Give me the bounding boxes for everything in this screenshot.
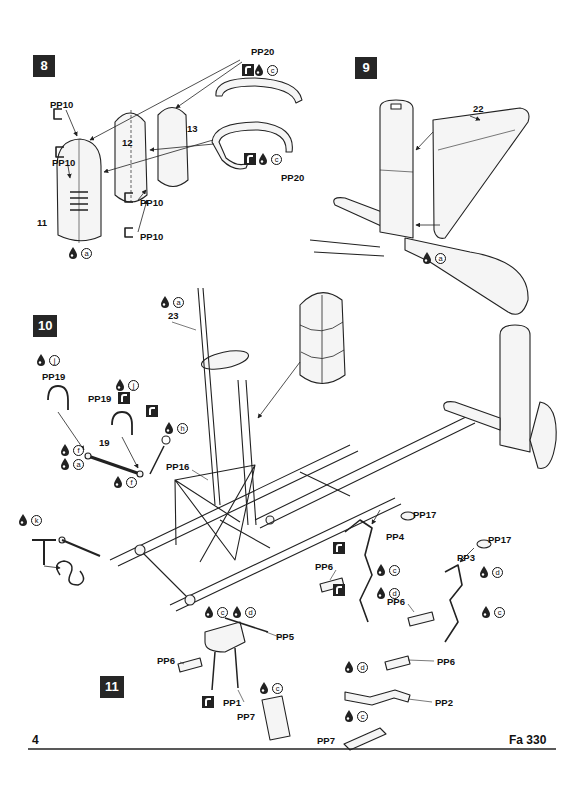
part-number: 12 xyxy=(122,137,133,148)
part-number: PP10 xyxy=(140,197,163,208)
part-number: PP6 xyxy=(387,596,405,607)
part-number: PP17 xyxy=(413,509,436,520)
paint-code: a xyxy=(81,248,92,259)
part-number: 22 xyxy=(473,103,484,114)
paint-code: a xyxy=(435,253,446,264)
part-number: PP6 xyxy=(157,655,175,666)
paint-code: j xyxy=(49,355,60,366)
part-number: PP17 xyxy=(488,534,511,545)
paint-code: f xyxy=(73,445,84,456)
paint-code: f xyxy=(126,477,137,488)
part-number: PP10 xyxy=(140,231,163,242)
part-number: PP7 xyxy=(317,735,335,746)
step-number-box: 10 xyxy=(33,315,57,337)
paint-code: a xyxy=(73,459,84,470)
footer-text: Fa 330 xyxy=(509,733,546,747)
paint-code: j xyxy=(128,380,139,391)
part-number: 23 xyxy=(168,310,179,321)
part-number: PP6 xyxy=(315,561,333,572)
paint-code: d xyxy=(357,662,368,673)
step-number-box: 11 xyxy=(100,676,124,698)
step-number-box: 8 xyxy=(33,55,55,77)
part-number: PP2 xyxy=(435,697,453,708)
paint-code: c xyxy=(389,565,400,576)
part-number: PP20 xyxy=(281,172,304,183)
paint-code: c xyxy=(357,711,368,722)
paint-code: c xyxy=(267,65,278,76)
part-number: PP6 xyxy=(437,656,455,667)
paint-code: a xyxy=(173,297,184,308)
step-number: 8 xyxy=(40,58,47,73)
paint-code: c xyxy=(494,607,505,618)
paint-code: h xyxy=(177,423,188,434)
footer-text: 4 xyxy=(32,733,39,747)
part-number: PP4 xyxy=(386,531,404,542)
paint-code: c xyxy=(271,154,282,165)
part-number: PP5 xyxy=(276,631,294,642)
part-number: PP16 xyxy=(166,461,189,472)
part-number: PP10 xyxy=(52,157,75,168)
paint-code: c xyxy=(217,607,228,618)
part-number: PP1 xyxy=(223,697,241,708)
part-number: 11 xyxy=(37,217,47,228)
part-number: PP20 xyxy=(251,46,274,57)
part-number: PP3 xyxy=(457,552,475,563)
part-number: PP19 xyxy=(42,371,65,382)
part-number: PP10 xyxy=(50,99,73,110)
part-number: PP19 xyxy=(88,393,111,404)
paint-code: d xyxy=(492,567,503,578)
step-number: 9 xyxy=(362,60,369,75)
paint-code: c xyxy=(272,683,283,694)
step-number: 11 xyxy=(105,679,119,694)
part-number: 19 xyxy=(99,437,110,448)
part-number: 13 xyxy=(187,123,198,134)
paint-code: d xyxy=(245,607,256,618)
step-number: 10 xyxy=(38,318,52,333)
paint-code: k xyxy=(31,515,42,526)
step-number-box: 9 xyxy=(355,57,377,79)
part-number: PP7 xyxy=(237,711,255,722)
